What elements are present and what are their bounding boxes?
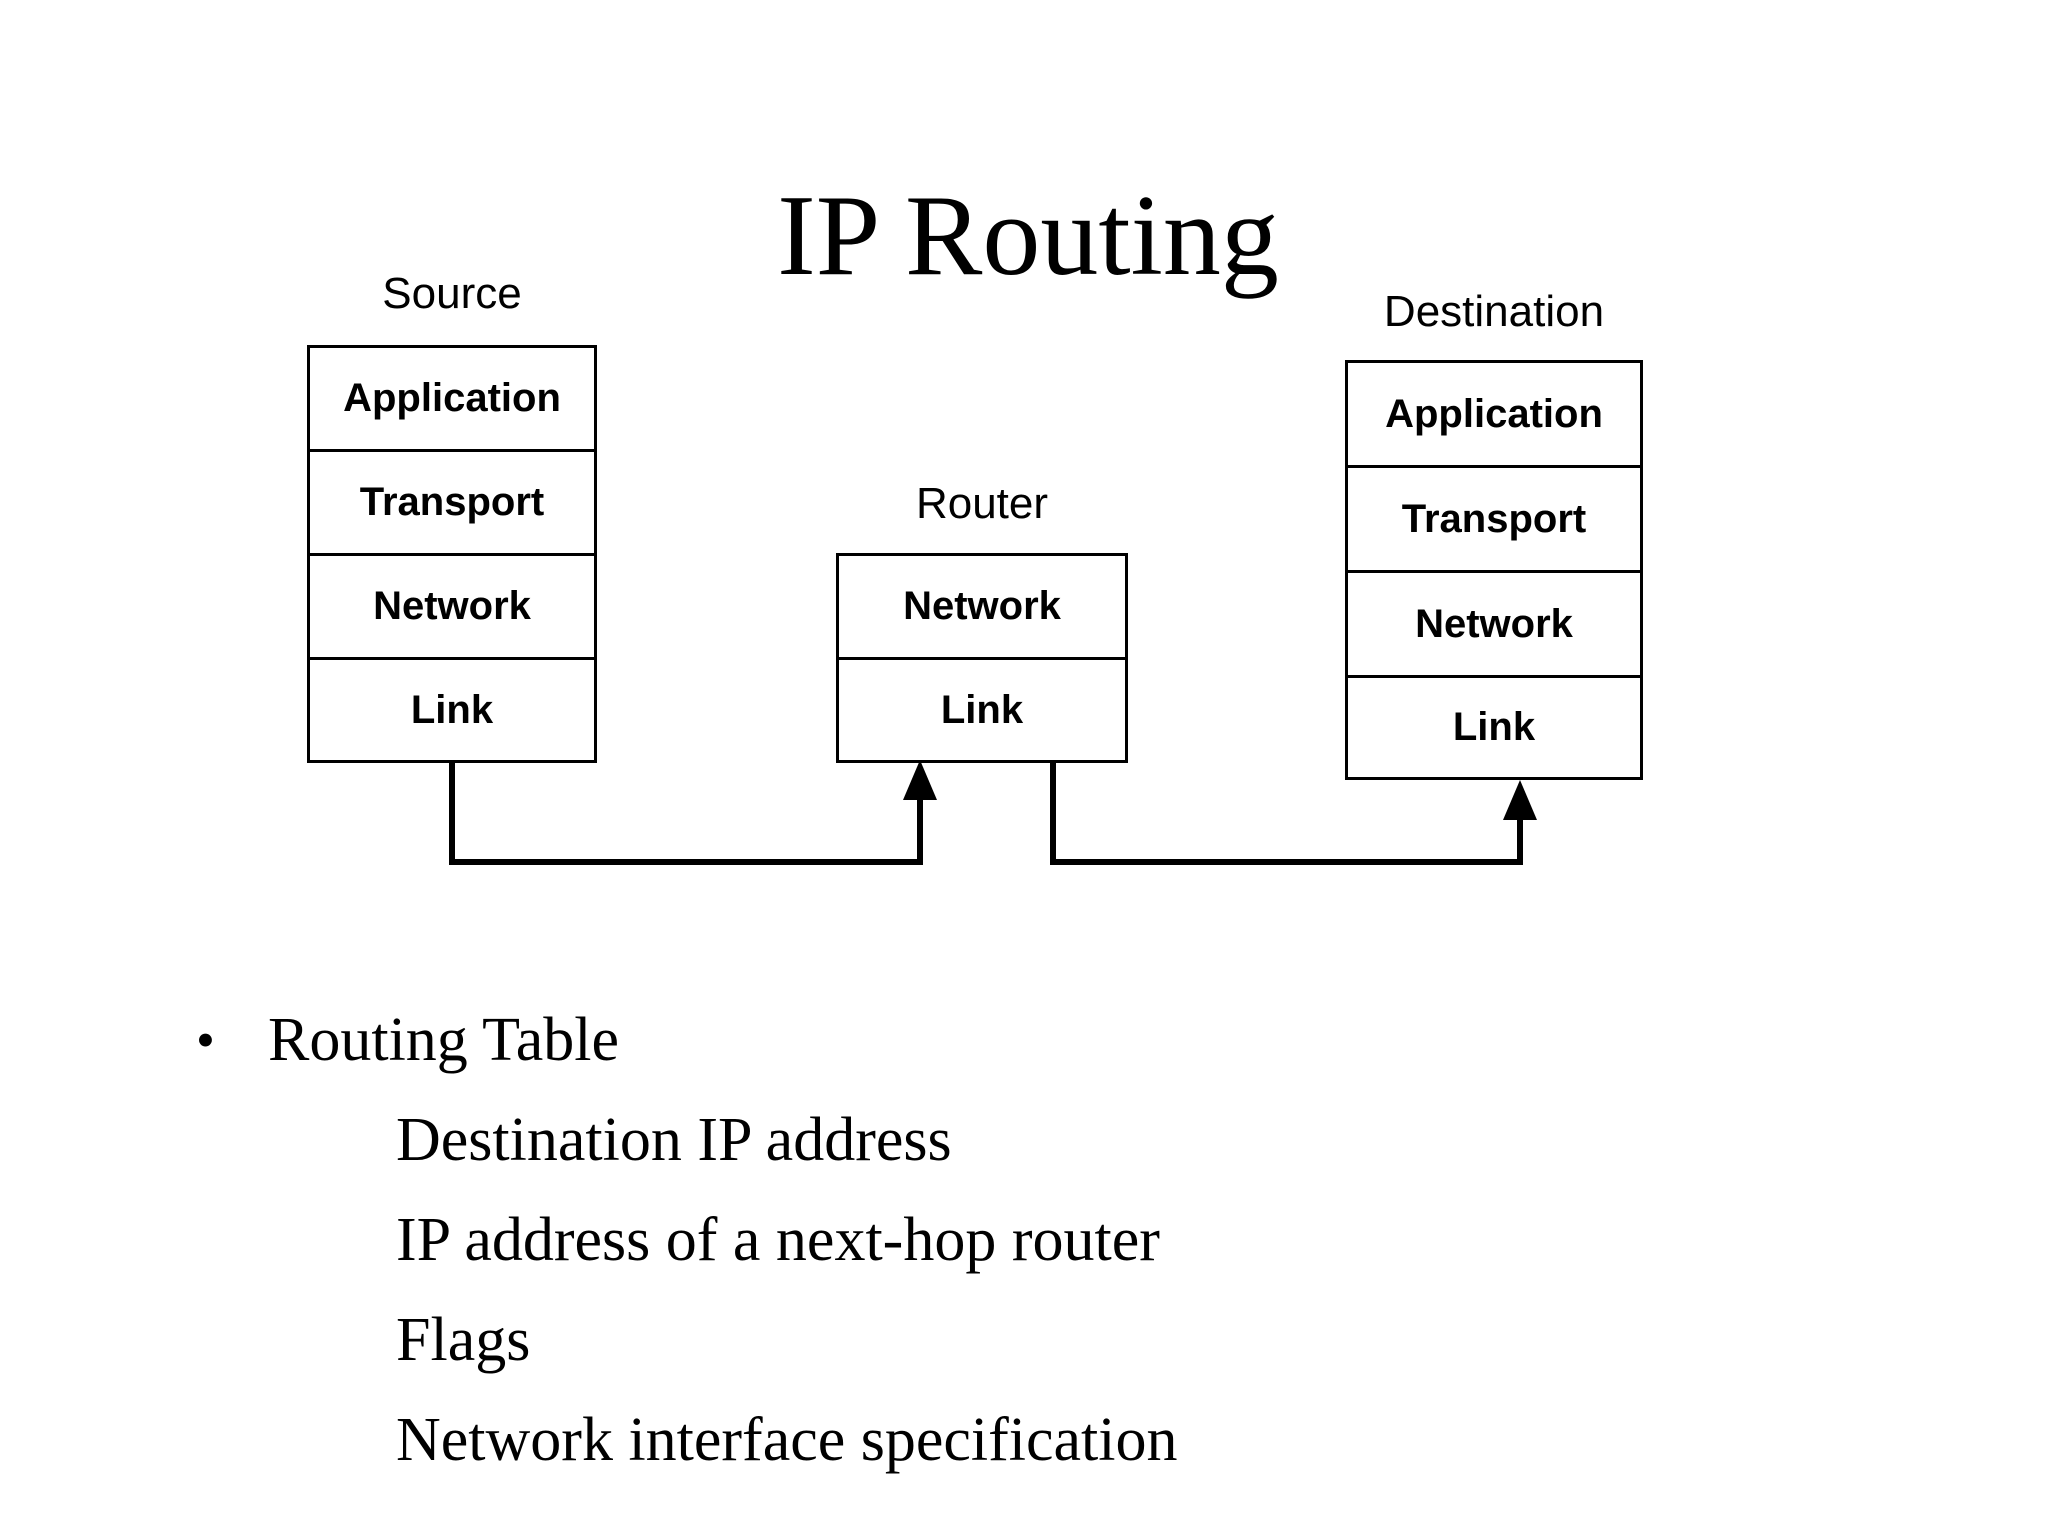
arrowhead-into-destination <box>1503 780 1537 820</box>
layer-router-network: Network <box>839 556 1125 660</box>
list-item-label: Routing Table <box>268 1006 619 1074</box>
layer-source-application: Application <box>310 348 594 452</box>
list-item: IP address of a next-hop router <box>0 1190 2048 1290</box>
page-title: IP Routing <box>777 172 1279 300</box>
layer-router-link: Link <box>940 687 1024 732</box>
stack-label-source: Source <box>382 269 522 318</box>
layer-destination-application: Application <box>1348 363 1640 468</box>
layer-source-transport: Transport <box>310 452 594 556</box>
stack-router: Network Link <box>836 553 1128 763</box>
list-item: Flags <box>0 1290 2048 1390</box>
list-item: Destination IP address <box>0 1090 2048 1190</box>
stack-source: Application Transport Network Link <box>307 345 597 763</box>
list-item: • Routing Table <box>0 990 2048 1090</box>
stack-label-router: Router <box>915 479 1049 528</box>
layer-destination-network: Network <box>1348 573 1640 678</box>
list-item-label: Flags <box>396 1306 531 1374</box>
slide-body: • Routing Table Destination IP address I… <box>0 990 2048 1490</box>
connector-source-to-router <box>449 762 923 865</box>
arrowhead-into-router <box>903 760 937 800</box>
bullet-marker-icon: • <box>196 1010 215 1070</box>
list-item-label: Destination IP address <box>396 1106 952 1174</box>
ip-routing-diagram: Source Application Transport Network Lin… <box>307 269 1643 865</box>
list-item-label: Network interface specification <box>396 1406 1178 1474</box>
list-item: Network interface specification <box>0 1390 2048 1490</box>
layer-source-network: Network <box>310 556 594 660</box>
stack-destination: Application Transport Network Link <box>1345 360 1643 780</box>
layer-source-link: Link <box>410 687 494 732</box>
list-item-label: IP address of a next-hop router <box>396 1206 1160 1274</box>
layer-destination-transport: Transport <box>1348 468 1640 573</box>
layer-destination-link: Link <box>1452 705 1536 749</box>
stack-label-destination: Destination <box>1383 287 1605 336</box>
